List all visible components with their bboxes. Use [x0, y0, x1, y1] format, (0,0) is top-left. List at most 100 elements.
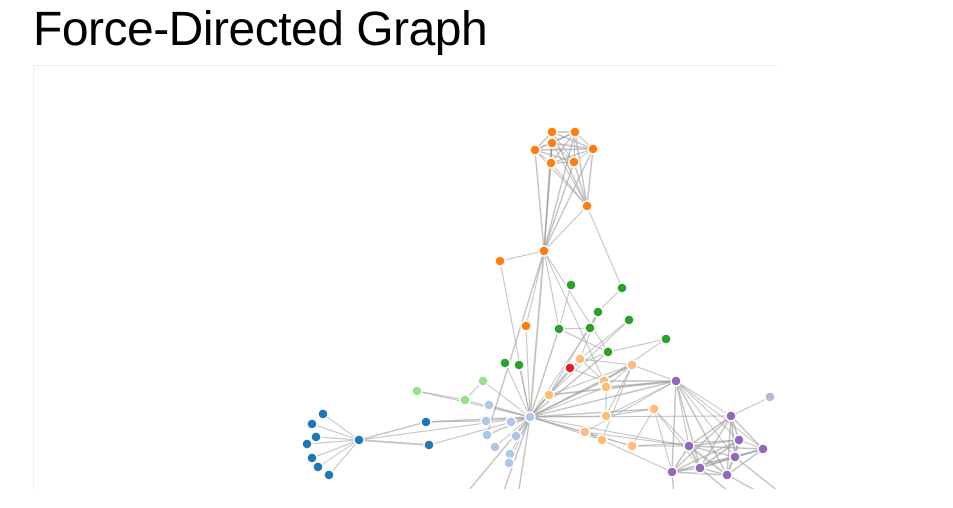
graph-node[interactable]	[660, 333, 672, 345]
graph-node[interactable]	[729, 451, 741, 463]
graph-node[interactable]	[483, 399, 495, 411]
graph-link	[317, 439, 360, 468]
graph-node[interactable]	[310, 431, 322, 443]
graph-node[interactable]	[481, 429, 493, 441]
graph-node[interactable]	[505, 416, 517, 428]
graph-node[interactable]	[499, 357, 511, 369]
graph-node[interactable]	[301, 438, 313, 450]
graph-node[interactable]	[600, 410, 612, 422]
graph-node[interactable]	[565, 279, 577, 291]
graph-node[interactable]	[423, 439, 435, 451]
graph-link	[529, 408, 655, 418]
graph-link	[543, 205, 588, 252]
graph-node[interactable]	[626, 359, 638, 371]
graph-node[interactable]	[602, 346, 614, 358]
graph-node[interactable]	[494, 255, 506, 267]
graph-link	[358, 416, 531, 441]
page-title: Force-Directed Graph	[33, 3, 488, 56]
graph-link	[322, 413, 360, 441]
graph-link	[675, 380, 736, 458]
graph-link	[529, 386, 607, 418]
graph-node[interactable]	[503, 457, 515, 469]
graph-node[interactable]	[757, 443, 769, 455]
graph-node[interactable]	[323, 469, 335, 481]
graph-node[interactable]	[545, 157, 557, 169]
graph-node[interactable]	[683, 440, 695, 452]
graph-link	[529, 380, 677, 418]
graph-node[interactable]	[694, 462, 706, 474]
graph-node[interactable]	[584, 322, 596, 334]
graph-node[interactable]	[596, 434, 608, 446]
graph-link	[671, 439, 740, 473]
graph-node[interactable]	[733, 434, 745, 446]
force-graph-svg[interactable]	[34, 66, 778, 489]
graph-node[interactable]	[764, 391, 776, 403]
graph-link	[306, 439, 360, 445]
graph-node[interactable]	[569, 126, 581, 138]
graph-node[interactable]	[666, 466, 678, 478]
graph-link	[675, 380, 732, 417]
graph-node[interactable]	[538, 245, 550, 257]
graph-node[interactable]	[353, 434, 365, 446]
graph-link	[548, 319, 630, 396]
graph-link	[671, 380, 677, 473]
graph-link	[653, 408, 690, 447]
graph-link	[730, 415, 736, 458]
graph-link	[488, 404, 531, 418]
graph-node[interactable]	[546, 137, 558, 149]
graph-node[interactable]	[529, 144, 541, 156]
graph-link	[358, 439, 430, 446]
graph-node[interactable]	[574, 353, 586, 365]
graph-link	[558, 328, 609, 353]
graph-link	[548, 364, 633, 396]
graph-node[interactable]	[626, 440, 638, 452]
graph-link	[653, 408, 701, 469]
graph-node[interactable]	[459, 394, 471, 406]
graph-node[interactable]	[568, 156, 580, 168]
graph-link	[543, 250, 609, 353]
graph-node[interactable]	[513, 359, 525, 371]
graph-node[interactable]	[546, 126, 558, 138]
graph-node[interactable]	[420, 416, 432, 428]
graph-node[interactable]	[581, 200, 593, 212]
graph-link	[726, 448, 764, 476]
graph-link	[482, 380, 531, 418]
graph-node[interactable]	[592, 306, 604, 318]
graph-link	[543, 131, 576, 252]
graph-node[interactable]	[725, 410, 737, 422]
graph-node[interactable]	[489, 441, 501, 453]
graph-link	[529, 416, 690, 447]
graph-node[interactable]	[648, 403, 660, 415]
graph-node[interactable]	[524, 411, 536, 423]
graph-node[interactable]	[600, 381, 612, 393]
graph-link-offscreen	[734, 456, 777, 489]
graph-node[interactable]	[306, 452, 318, 464]
graph-node[interactable]	[553, 323, 565, 335]
graph-node[interactable]	[312, 461, 324, 473]
graph-node[interactable]	[477, 375, 489, 387]
graph-node[interactable]	[411, 385, 423, 397]
graph-link-offscreen	[699, 467, 727, 489]
graph-node[interactable]	[543, 389, 555, 401]
graph-node[interactable]	[480, 415, 492, 427]
graph-node[interactable]	[306, 418, 318, 430]
graph-node[interactable]	[520, 320, 532, 332]
graph-node[interactable]	[564, 362, 576, 374]
graph-node[interactable]	[616, 282, 628, 294]
graph-node[interactable]	[510, 430, 522, 442]
graph-node[interactable]	[579, 426, 591, 438]
graph-link-offscreen	[726, 474, 755, 489]
graph-node[interactable]	[670, 375, 682, 387]
graph-link	[551, 142, 594, 150]
graph-node[interactable]	[317, 408, 329, 420]
graph-link	[315, 436, 360, 441]
graph-node[interactable]	[623, 314, 635, 326]
graph-node[interactable]	[721, 469, 733, 481]
graph-link	[328, 439, 360, 476]
graph-node[interactable]	[587, 143, 599, 155]
graph-link	[504, 362, 531, 418]
graph-link	[569, 367, 605, 382]
graph-link	[675, 380, 690, 447]
graph-link	[605, 364, 633, 417]
graph-link	[525, 250, 545, 327]
